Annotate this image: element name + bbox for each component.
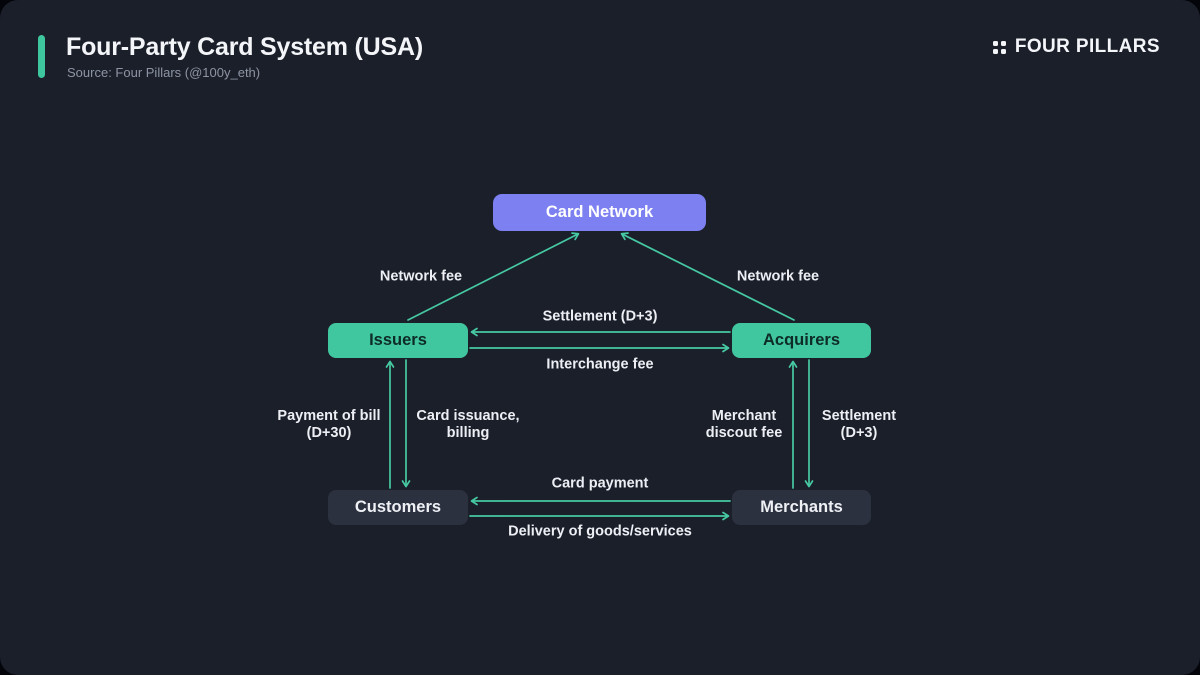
edge-label-merchant-discount-fee: Merchant discout fee <box>705 407 783 441</box>
edge-label-card-issuance: Card issuance, billing <box>416 407 520 441</box>
edge-label-settlement-right: Settlement (D+3) <box>821 407 897 441</box>
node-customers: Customers <box>328 490 468 525</box>
edge-label-network-fee-right: Network fee <box>736 268 820 285</box>
node-merchants: Merchants <box>732 490 871 525</box>
arrow-acquirers-to-cardnetwork <box>620 232 795 321</box>
edge-label-payment-of-bill: Payment of bill (D+30) <box>277 407 381 441</box>
brand-logo: FOUR PILLARS <box>992 36 1160 58</box>
node-issuers: Issuers <box>328 323 468 358</box>
page-title: Four-Party Card System (USA) <box>66 33 423 61</box>
edge-label-card-payment: Card payment <box>551 475 649 492</box>
four-dots-icon <box>992 40 1006 54</box>
arrow-issuers-to-cardnetwork <box>407 232 580 321</box>
node-acquirers: Acquirers <box>732 323 871 358</box>
edge-label-interchange-fee: Interchange fee <box>546 356 654 373</box>
node-card-network: Card Network <box>493 194 706 231</box>
header-accent-bar <box>38 35 45 78</box>
edge-label-delivery: Delivery of goods/services <box>508 523 692 540</box>
edge-label-network-fee-left: Network fee <box>379 268 463 285</box>
brand-name: FOUR PILLARS <box>1014 36 1160 57</box>
edge-label-settlement-top: Settlement (D+3) <box>542 308 658 325</box>
page-source: Source: Four Pillars (@100y_eth) <box>67 65 261 80</box>
